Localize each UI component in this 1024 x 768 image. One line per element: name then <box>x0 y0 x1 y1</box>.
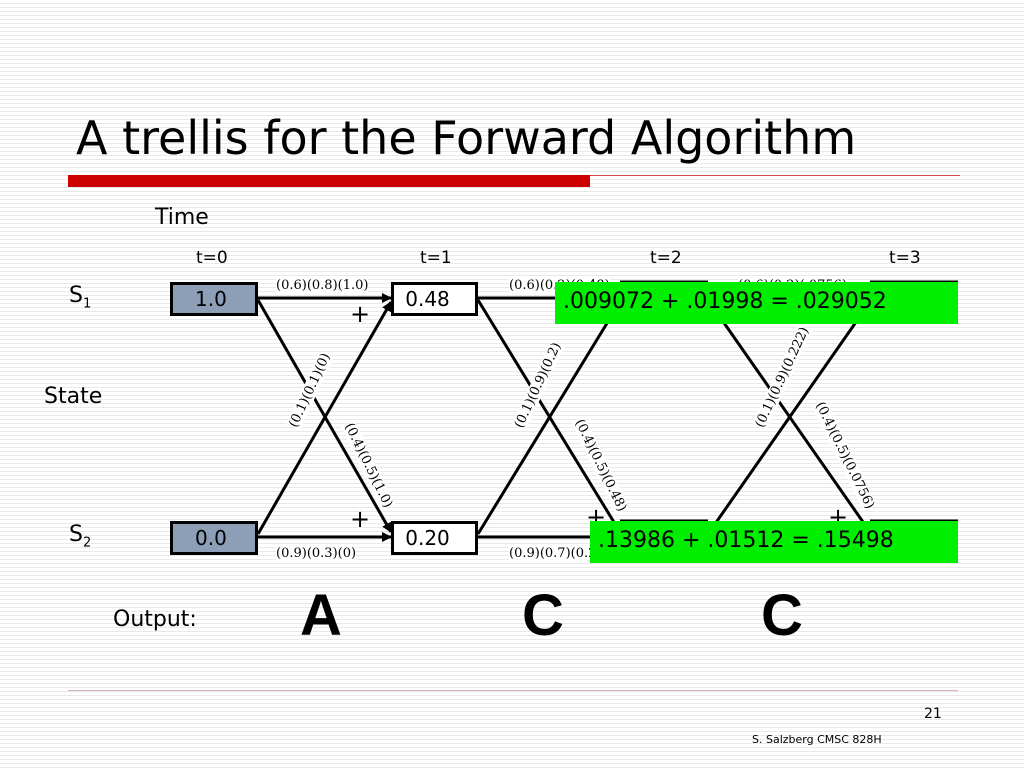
title-accent-bar <box>68 175 590 187</box>
edge-t2-s2-s1 <box>706 301 872 535</box>
output-symbol-2: C <box>522 583 564 648</box>
footer-credit: S. Salzberg CMSC 828H <box>752 733 882 746</box>
state-s1-label: S1 <box>69 283 92 312</box>
page-number: 21 <box>924 706 942 722</box>
edge-label-t1-s2-s2: (0.9)(0.7)(0.2) <box>509 546 602 561</box>
state-s2-label: S2 <box>69 522 92 551</box>
time-step-0: t=0 <box>196 248 228 268</box>
time-step-3: t=3 <box>889 248 921 268</box>
node-s2-t1: 0.20 <box>391 521 478 555</box>
sum-s1-highlight: .009072 + .01998 = .029052 <box>555 282 958 324</box>
footer-rule <box>68 690 958 691</box>
node-s1-t0: 1.0 <box>170 282 258 316</box>
output-symbol-3: C <box>761 583 803 648</box>
edge-label-t0-s2-s2: (0.9)(0.3)(0) <box>276 546 357 561</box>
edge-t0-s2-s1 <box>256 301 393 535</box>
node-s2-t0: 0.0 <box>170 521 258 555</box>
edge-label-t0-s1-s1: (0.6)(0.8)(1.0) <box>276 278 369 293</box>
edge-t1-s2-s1 <box>476 301 622 535</box>
output-label: Output: <box>113 607 197 632</box>
plus-sign-s2-t1: + <box>350 505 371 533</box>
time-step-1: t=1 <box>420 248 452 268</box>
output-symbol-1: A <box>300 583 342 648</box>
node-s1-t1: 0.48 <box>391 282 478 316</box>
sum-s2-highlight: .13986 + .01512 = .15498 <box>590 521 958 563</box>
title-underline <box>590 175 960 176</box>
slide-title: A trellis for the Forward Algorithm <box>76 111 857 165</box>
time-label: Time <box>155 205 209 230</box>
plus-sign-s1-t1: + <box>350 300 371 328</box>
state-label: State <box>44 384 103 409</box>
time-step-2: t=2 <box>650 248 682 268</box>
